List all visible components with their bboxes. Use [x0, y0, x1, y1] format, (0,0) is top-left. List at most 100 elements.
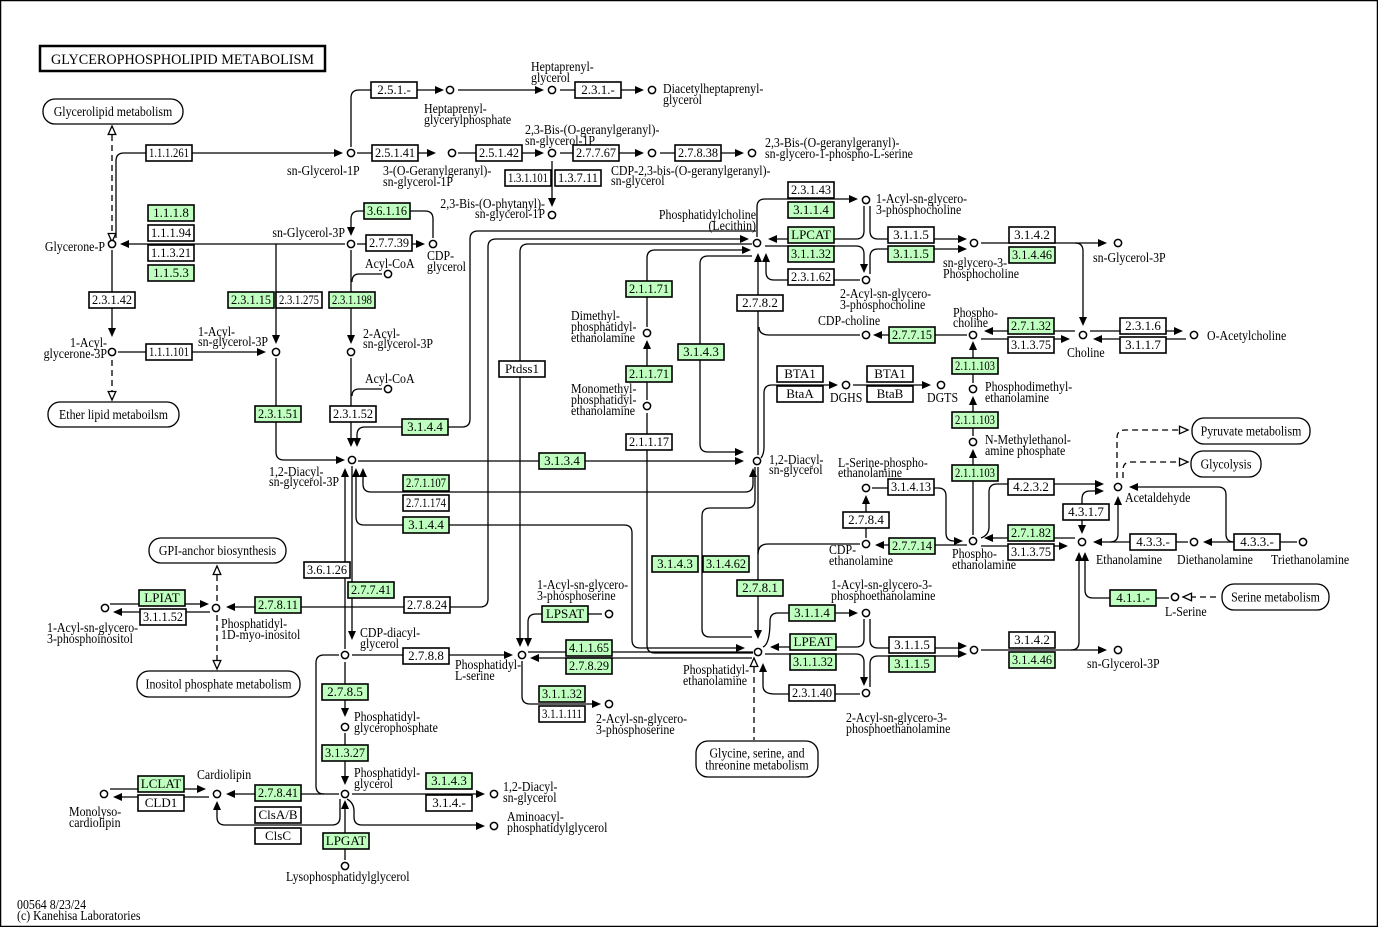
svg-text:sn-glycerol-3P: sn-glycerol-3P [363, 335, 433, 351]
svg-text:ethanolamine: ethanolamine [571, 402, 635, 418]
svg-text:BTA1: BTA1 [784, 366, 815, 381]
svg-text:glycerol: glycerol [427, 258, 466, 274]
svg-text:3-phosphocholine: 3-phosphocholine [840, 296, 925, 312]
svg-text:3.1.4.3: 3.1.4.3 [431, 773, 467, 788]
svg-text:cardiolipin: cardiolipin [69, 814, 121, 830]
svg-text:Phosphatidyl-: Phosphatidyl- [354, 764, 420, 780]
svg-text:2.7.7.39: 2.7.7.39 [369, 235, 409, 250]
svg-text:2,3-Bis-(O-geranylgeranyl)-: 2,3-Bis-(O-geranylgeranyl)- [525, 121, 659, 137]
svg-text:GLYCEROPHOSPHOLIPID METABOLIS: GLYCEROPHOSPHOLIPID METABOLISM [51, 52, 314, 68]
svg-text:DGTS: DGTS [927, 389, 958, 405]
svg-text:3.1.4.3: 3.1.4.3 [683, 344, 719, 359]
svg-text:1-Acyl-sn-glycero-: 1-Acyl-sn-glycero- [876, 190, 967, 206]
svg-text:Acyl-CoA: Acyl-CoA [365, 370, 415, 386]
svg-text:2.1.1.17: 2.1.1.17 [629, 434, 669, 449]
svg-text:Serine metabolism: Serine metabolism [1231, 589, 1320, 605]
svg-text:1,2-Diacyl-: 1,2-Diacyl- [503, 778, 557, 794]
svg-text:Phospho-: Phospho- [952, 545, 997, 561]
svg-text:2.7.7.67: 2.7.7.67 [576, 145, 616, 160]
svg-text:Phosphatidyl-: Phosphatidyl- [455, 656, 521, 672]
svg-text:sn-glycero-1-phospho-L-serine: sn-glycero-1-phospho-L-serine [765, 145, 913, 161]
svg-text:2.7.8.24: 2.7.8.24 [407, 597, 447, 612]
svg-text:1.1.1.8: 1.1.1.8 [153, 205, 189, 220]
svg-text:ethanolamine: ethanolamine [683, 672, 747, 688]
svg-text:3.1.3.27: 3.1.3.27 [325, 745, 365, 760]
svg-text:LPSAT: LPSAT [546, 606, 584, 621]
svg-text:3.1.4.4: 3.1.4.4 [407, 419, 443, 434]
svg-text:3.1.4.4: 3.1.4.4 [408, 517, 444, 532]
svg-text:Phosphatidyl-: Phosphatidyl- [354, 708, 420, 724]
svg-text:1.1.1.101: 1.1.1.101 [149, 344, 189, 359]
svg-text:2.3.1.-: 2.3.1.- [581, 82, 615, 97]
svg-text:glycerol: glycerol [354, 775, 393, 791]
svg-text:Acetaldehyde: Acetaldehyde [1125, 489, 1191, 505]
svg-text:(c) Kanehisa Laboratories: (c) Kanehisa Laboratories [17, 907, 140, 923]
svg-text:glycerylphosphate: glycerylphosphate [424, 111, 511, 127]
svg-text:1-Acyl-sn-glycero-3-: 1-Acyl-sn-glycero-3- [831, 576, 932, 592]
svg-text:glycerol: glycerol [360, 635, 399, 651]
svg-text:Phosphocholine: Phosphocholine [943, 265, 1019, 281]
svg-text:00564 8/23/24: 00564 8/23/24 [17, 896, 87, 912]
svg-text:2.7.7.14: 2.7.7.14 [892, 538, 932, 553]
svg-text:4.3.3.-: 4.3.3.- [1136, 534, 1170, 549]
svg-text:Inositol phosphate metabolism: Inositol phosphate metabolism [145, 676, 291, 692]
svg-text:LPGAT: LPGAT [326, 833, 367, 848]
svg-text:sn-glycerol-3P: sn-glycerol-3P [198, 333, 268, 349]
svg-text:O-Acetylcholine: O-Acetylcholine [1207, 327, 1286, 343]
svg-text:L-Serine: L-Serine [1165, 603, 1207, 619]
svg-text:sn-glycerol: sn-glycerol [611, 172, 665, 188]
svg-text:LPEAT: LPEAT [794, 634, 833, 649]
svg-text:3.1.1.111: 3.1.1.111 [542, 706, 582, 721]
svg-text:2.1.1.103: 2.1.1.103 [955, 412, 995, 427]
svg-text:2,3-Bis-(O-phytanyl)-: 2,3-Bis-(O-phytanyl)- [440, 195, 545, 211]
svg-text:ethanolamine: ethanolamine [829, 552, 893, 568]
svg-text:Glycerolipid metabolism: Glycerolipid metabolism [54, 103, 173, 119]
svg-text:Triethanolamine: Triethanolamine [1271, 551, 1349, 567]
svg-text:Monomethyl-: Monomethyl- [571, 380, 636, 396]
svg-text:3-phosphoserine: 3-phosphoserine [596, 721, 675, 737]
svg-text:2.3.1.15: 2.3.1.15 [231, 292, 271, 307]
svg-text:1-Acyl-sn-glycero-: 1-Acyl-sn-glycero- [47, 619, 138, 635]
svg-text:2.5.1.-: 2.5.1.- [377, 82, 411, 97]
svg-text:3.1.4.2: 3.1.4.2 [1014, 227, 1050, 242]
svg-text:1,2-Diacyl-: 1,2-Diacyl- [269, 463, 323, 479]
svg-text:3.1.4.13: 3.1.4.13 [891, 479, 931, 494]
svg-text:BTA1: BTA1 [874, 366, 905, 381]
svg-text:4.3.1.7: 4.3.1.7 [1068, 504, 1104, 519]
svg-text:2.7.1.107: 2.7.1.107 [406, 475, 446, 490]
svg-text:3.1.1.52: 3.1.1.52 [143, 609, 183, 624]
svg-text:1.1.3.21: 1.1.3.21 [151, 245, 191, 260]
svg-text:1D-myo-inositol: 1D-myo-inositol [221, 626, 301, 642]
svg-text:sn-Glycerol-3P: sn-Glycerol-3P [1087, 655, 1160, 671]
svg-text:phosphoethanolamine: phosphoethanolamine [846, 720, 951, 736]
svg-text:2.7.8.29: 2.7.8.29 [569, 658, 609, 673]
svg-text:3.1.4.-: 3.1.4.- [432, 795, 466, 810]
svg-text:1.3.1.101: 1.3.1.101 [508, 170, 548, 185]
svg-text:Acyl-CoA: Acyl-CoA [365, 255, 415, 271]
svg-text:3.1.1.32: 3.1.1.32 [793, 654, 833, 669]
svg-text:2.1.1.71: 2.1.1.71 [629, 281, 669, 296]
svg-text:2.1.1.103: 2.1.1.103 [955, 358, 995, 373]
svg-text:glycerol: glycerol [663, 91, 702, 107]
svg-text:3.1.1.5: 3.1.1.5 [893, 246, 929, 261]
svg-text:3.1.3.75: 3.1.3.75 [1011, 544, 1051, 559]
svg-text:CDP-: CDP- [829, 541, 856, 557]
svg-text:sn-glycerol-1P: sn-glycerol-1P [475, 205, 545, 221]
svg-text:2.7.8.2: 2.7.8.2 [742, 295, 778, 310]
svg-text:BtaA: BtaA [786, 386, 814, 401]
svg-text:3.1.4.46: 3.1.4.46 [1012, 652, 1052, 667]
svg-text:3.1.1.32: 3.1.1.32 [791, 246, 831, 261]
svg-text:Phosphodimethyl-: Phosphodimethyl- [985, 378, 1072, 394]
svg-text:Cardiolipin: Cardiolipin [197, 766, 252, 782]
svg-text:sn-Glycerol-3P: sn-Glycerol-3P [272, 224, 345, 240]
svg-text:N-Methylethanol-: N-Methylethanol- [985, 431, 1071, 447]
svg-text:2.5.1.41: 2.5.1.41 [375, 145, 415, 160]
svg-text:Monolyso-: Monolyso- [69, 803, 121, 819]
svg-text:1.1.1.261: 1.1.1.261 [149, 145, 189, 160]
svg-text:Phospho-: Phospho- [953, 304, 998, 320]
svg-text:3.1.4.62: 3.1.4.62 [706, 556, 746, 571]
svg-text:3-phosphoserine: 3-phosphoserine [537, 587, 616, 603]
svg-text:sn-glycerol-3P: sn-glycerol-3P [269, 473, 339, 489]
svg-text:2.7.7.15: 2.7.7.15 [892, 327, 932, 342]
svg-text:4.3.3.-: 4.3.3.- [1240, 534, 1274, 549]
